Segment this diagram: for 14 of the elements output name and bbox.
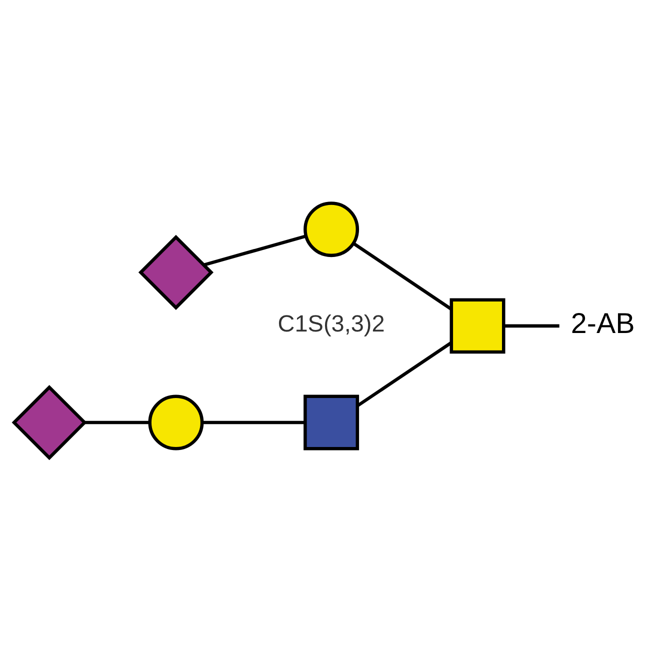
connector (203, 234, 306, 266)
node-box (450, 298, 506, 354)
connector (352, 242, 452, 310)
node-circle (304, 201, 360, 257)
node-diamond (138, 234, 214, 310)
label: C1S(3,3)2 (278, 310, 385, 336)
connector (202, 420, 306, 424)
connector (504, 324, 560, 328)
node-box (304, 394, 360, 450)
connector (84, 420, 150, 424)
node-diamond (12, 384, 87, 460)
node-circle (148, 394, 204, 450)
node-text: 2-AB (570, 308, 635, 340)
connector (356, 341, 452, 407)
